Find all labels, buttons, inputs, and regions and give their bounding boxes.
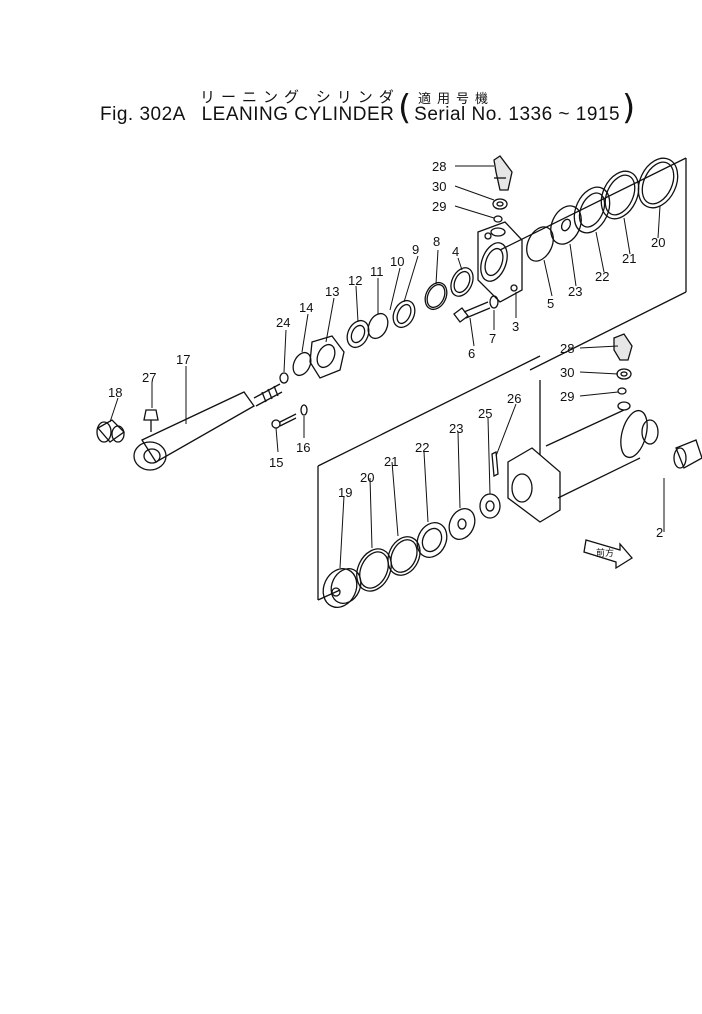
callout-23-upper: 23 xyxy=(568,284,582,299)
callout-30-upper: 30 xyxy=(432,179,446,194)
bush-12 xyxy=(346,319,370,349)
washer-23-upper xyxy=(550,205,582,245)
callout-16: 16 xyxy=(296,440,310,455)
callout-29-upper: 29 xyxy=(432,199,446,214)
ring-21-upper xyxy=(600,170,640,220)
callout-25: 25 xyxy=(478,406,492,421)
lower-seal-kit xyxy=(322,450,501,608)
ring-14 xyxy=(292,351,312,377)
ring-20-upper xyxy=(637,157,679,209)
callout-17: 17 xyxy=(176,352,190,367)
callout-18: 18 xyxy=(108,385,122,400)
upper-seal-kit xyxy=(526,157,679,262)
callout-28-upper: 28 xyxy=(432,159,446,174)
ring-20-lower xyxy=(356,548,392,592)
open-paren-glyph: ( xyxy=(398,88,412,128)
callout-15: 15 xyxy=(269,455,283,470)
piston-rod-17 xyxy=(133,383,283,471)
piston-nut-13 xyxy=(279,335,345,384)
title-japanese-name: リーニング シリンダ xyxy=(200,88,400,106)
callout-28-lower: 28 xyxy=(560,341,574,356)
callout-21-upper: 21 xyxy=(622,251,636,266)
grease-nipple-27 xyxy=(143,409,159,432)
frame-lines xyxy=(317,157,687,601)
title-japanese-serial: 適用号機 xyxy=(418,92,495,107)
ring-11 xyxy=(367,312,389,340)
figure-title: Fig. 302A LEANING CYLINDER Serial No. 13… xyxy=(100,104,630,126)
callout-21-lower: 21 xyxy=(384,454,398,469)
callout-20-upper: 20 xyxy=(651,235,665,250)
callout-14: 14 xyxy=(299,300,313,315)
seal-9 xyxy=(392,299,416,329)
seal-22-lower xyxy=(416,521,448,559)
bolt-15-washer-16 xyxy=(271,404,308,429)
bushing-2 xyxy=(673,439,702,469)
seal-22-upper xyxy=(573,186,611,234)
cylinder-tube xyxy=(507,401,659,523)
callout-labels: 28 30 29 4 8 9 10 11 12 13 14 24 17 27 1… xyxy=(108,159,665,558)
washer-23-lower xyxy=(448,507,476,541)
front-direction-arrow xyxy=(583,539,633,570)
oring-5 xyxy=(526,226,554,262)
pin-26 xyxy=(491,450,499,478)
bolt-6-washer-7 xyxy=(453,295,499,323)
callout-24: 24 xyxy=(276,315,290,330)
grease-fitting-upper xyxy=(492,155,513,223)
callout-10: 10 xyxy=(390,254,404,269)
close-paren-glyph: ) xyxy=(622,88,636,128)
callout-20-lower: 20 xyxy=(360,470,374,485)
callout-29-lower: 29 xyxy=(560,389,574,404)
callout-23-lower: 23 xyxy=(449,421,463,436)
callout-26: 26 xyxy=(507,391,521,406)
callout-13: 13 xyxy=(325,284,339,299)
callout-22-lower: 22 xyxy=(415,440,429,455)
callout-12: 12 xyxy=(348,273,362,288)
callout-3: 3 xyxy=(512,319,519,334)
callout-5: 5 xyxy=(547,296,554,311)
callout-7: 7 xyxy=(489,331,496,346)
callout-4: 4 xyxy=(452,244,459,259)
callout-8: 8 xyxy=(433,234,440,249)
callout-30-lower: 30 xyxy=(560,365,574,380)
piston-19 xyxy=(322,568,358,608)
seal-4 xyxy=(450,267,474,297)
grease-fitting-lower xyxy=(613,333,633,395)
bushing-18 xyxy=(96,419,126,443)
leader-lines xyxy=(109,165,665,569)
figure-name: LEANING CYLINDER xyxy=(201,104,395,125)
callout-2: 2 xyxy=(656,525,663,540)
front-marker-label: 前方 xyxy=(596,547,614,558)
cylinder-head-3 xyxy=(477,221,523,303)
callout-27: 27 xyxy=(142,370,156,385)
nut-25 xyxy=(479,493,501,519)
callout-11: 11 xyxy=(370,264,384,279)
callout-22-upper: 22 xyxy=(595,269,609,284)
figure-number: Fig. 302A xyxy=(100,104,186,125)
oring-24 xyxy=(279,372,289,384)
figure-serial: Serial No. 1336 ~ 1915 xyxy=(414,104,621,125)
callout-19: 19 xyxy=(338,485,352,500)
ring-21-lower xyxy=(387,536,421,576)
callout-9: 9 xyxy=(412,242,419,257)
ring-8 xyxy=(424,281,448,311)
head-packings xyxy=(346,267,474,349)
callout-6: 6 xyxy=(468,346,475,361)
